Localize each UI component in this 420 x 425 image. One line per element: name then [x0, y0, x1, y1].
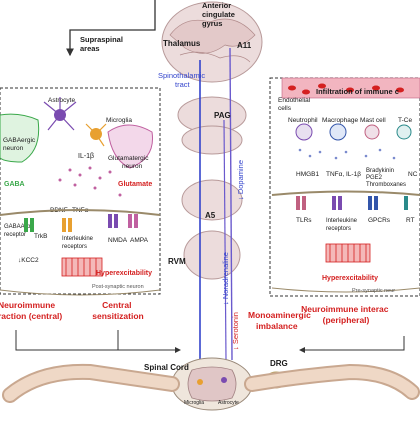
- kcc2-label: ↓KCC2: [18, 257, 39, 264]
- glutamate-label: Glutamate: [118, 181, 152, 188]
- brain-section: [161, 1, 263, 83]
- post-synaptic-membrane: [0, 209, 161, 296]
- peripheral-to-drg-arrow: [299, 336, 405, 353]
- spinal-cord-section: [171, 357, 253, 411]
- supraspinal-arrow: [66, 0, 156, 57]
- trkb-label: TrkB: [34, 233, 47, 240]
- drg-label: DRG: [270, 359, 288, 368]
- hmgb1-label: HMGB1: [296, 171, 320, 178]
- central-neuroimmune-panel: [0, 87, 161, 295]
- t-cell-label: T-Ce: [398, 117, 412, 124]
- descending-pathway-line-2: [223, 119, 227, 361]
- a11-label: A11: [237, 41, 252, 50]
- il1b-label: IL-1β: [78, 153, 94, 160]
- astrocyte-label: Astrocyte: [48, 97, 75, 104]
- gabaergic-neuron-label: GABAergic neuron: [3, 137, 37, 152]
- red-blood-cells: [288, 83, 404, 95]
- astrocyte-cell: [43, 97, 77, 131]
- a5-label: A5: [205, 211, 216, 220]
- spinal-cord-label: Spinal Cord: [144, 363, 189, 372]
- thalamus-label: Thalamus: [163, 39, 201, 48]
- monoaminergic-imbalance-label: Monoaminergic imbalance: [248, 310, 313, 331]
- right-limb: [244, 363, 420, 400]
- tlrs-label: TLRs: [296, 217, 312, 224]
- microglia-bottom-label: Microglia: [184, 400, 204, 406]
- hyperexcitability-bar-right: [325, 243, 371, 263]
- rvm-label: RVM: [168, 257, 186, 266]
- ampa-label: AMPA: [130, 237, 149, 244]
- gabaergic-neuron-cell: [0, 113, 40, 163]
- astrocyte-bottom-label: Astrocyte: [218, 400, 239, 406]
- microglia-label: Microglia: [106, 117, 132, 124]
- tnfa-il1b-label: TNFα, IL-1β: [326, 171, 361, 178]
- microglia-cell: [85, 123, 107, 147]
- infiltration-label: Infiltration of immune c: [316, 87, 399, 96]
- central-sensitization-label: Central sensitization: [92, 300, 143, 321]
- neutrophil-label: Neutrophil: [288, 117, 318, 124]
- descending-pathway-line-1: [229, 47, 233, 361]
- noradrenaline-label: ↓ Noradrenaline: [221, 252, 230, 305]
- pag-label: PAG: [214, 111, 231, 120]
- rt-label: RT: [406, 217, 415, 224]
- gpcrs-label: GPCRs: [368, 217, 391, 224]
- neuroimmune-peripheral-label: Neuroimmune interac (peripheral): [301, 304, 391, 325]
- peripheral-receptor-icons: [296, 196, 408, 210]
- cytokine-dots: [58, 166, 122, 197]
- hyperexcitability-bar-left: [61, 257, 103, 277]
- supraspinal-areas-label: Supraspinal areas: [80, 35, 125, 53]
- central-to-spinal-arrow: [15, 330, 181, 353]
- serotonin-label: ↓ Serotonin: [231, 312, 240, 350]
- left-limb: [2, 363, 180, 403]
- post-synaptic-neuron-label: Post-synaptic neuron: [92, 284, 144, 290]
- immune-cells: [295, 123, 412, 141]
- dopamine-label: ↓ Dopamine: [236, 160, 245, 200]
- gaba-receptor-label: GABAA-α2 receptor: [4, 224, 35, 238]
- mast-cell-label: Mast cell: [360, 117, 386, 124]
- peripheral-interleukin-receptors-label: Interleukine receptors: [326, 218, 359, 232]
- pre-synaptic-membrane: [271, 190, 420, 293]
- gaba-label: GABA: [4, 181, 25, 188]
- glutamatergic-neuron-label: Glutamatergic neuron: [108, 155, 150, 170]
- interleukin-receptors-label: Interleukine receptors: [62, 236, 95, 250]
- neuroimmune-central-label: Neuroimmune raction (central): [0, 300, 62, 321]
- spinothalamic-tract-label: Spinothalamic tract: [158, 71, 207, 89]
- receptor-icons: [24, 214, 138, 232]
- glutamatergic-neuron-cell: [107, 124, 154, 169]
- hyperexcitability-left-label: Hyperexcitability: [96, 270, 152, 277]
- bradykinin-label: Bradykinin PGE2 Thromboxanes: [366, 168, 406, 188]
- macrophage-label: Macrophage: [322, 117, 359, 124]
- nc-label: NC: [408, 171, 418, 178]
- brainstem-section: [177, 96, 247, 280]
- nmda-label: NMDA: [108, 237, 128, 244]
- endothelial-cells-label: Endothelial cells: [278, 97, 312, 112]
- pre-synaptic-neuron-label: Pre-synaptic neur: [352, 288, 395, 294]
- mediator-dots: [298, 148, 396, 160]
- hyperexcitability-right-label: Hyperexcitability: [322, 275, 378, 282]
- anterior-cingulate-gyrus-label: Anterior cingulate gyrus: [202, 1, 237, 28]
